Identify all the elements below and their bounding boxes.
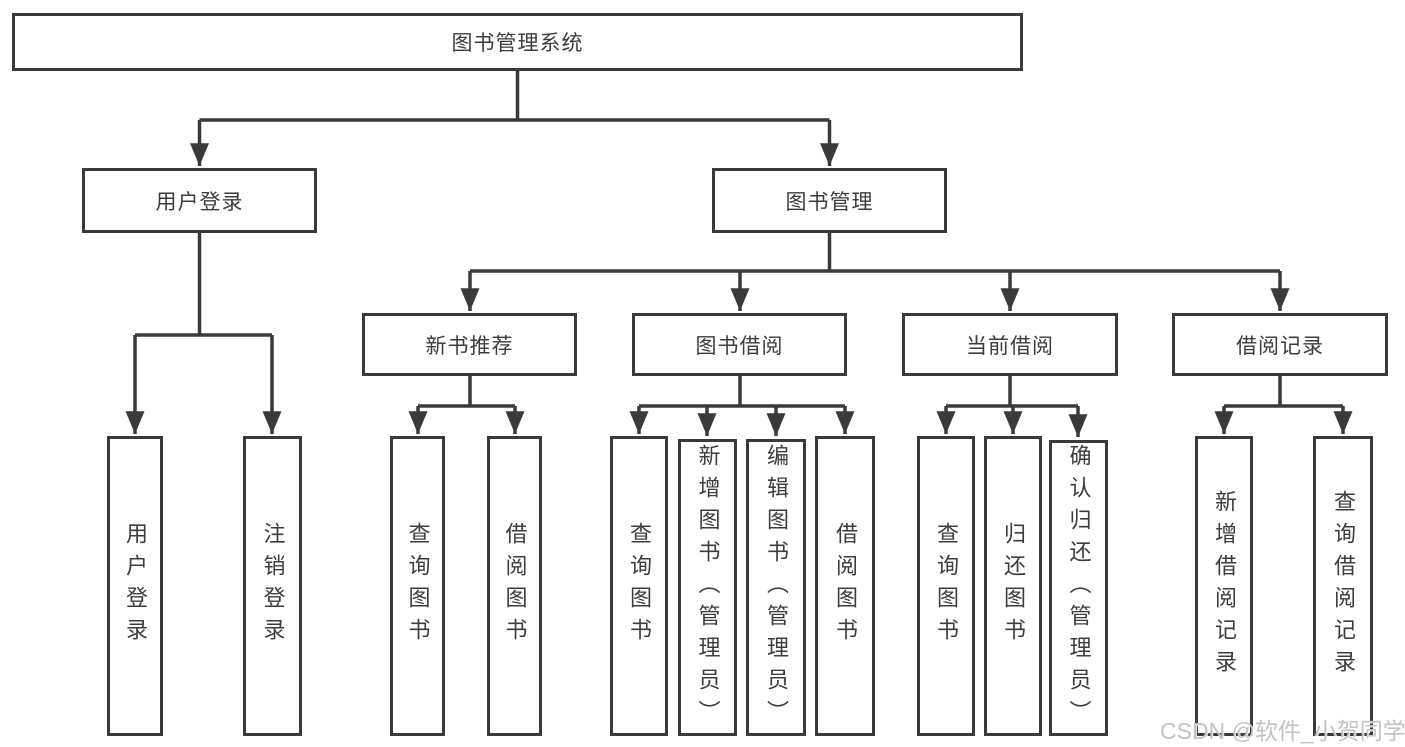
leaf-label: 新增图书（管理员） [695,443,721,732]
node-root-system: 图书管理系统 [12,13,1023,71]
leaf-rec-add-record: 新增借阅记录 [1195,436,1253,736]
node-label: 图书管理系统 [451,32,584,55]
node-label: 用户登录 [155,190,244,214]
node-label: 图书管理 [785,190,874,214]
leaf-cb-query-books: 查询图书 [917,436,975,736]
node-user-login: 用户登录 [82,168,317,233]
node-borrowing-records: 借阅记录 [1172,313,1388,376]
leaf-bb-edit-books-admin: 编辑图书（管理员） [746,439,806,736]
leaf-nb-query-books: 查询图书 [390,436,445,736]
leaf-user-login: 用户登录 [107,436,163,736]
leaf-nb-borrow-books: 借阅图书 [487,436,542,736]
node-book-borrowing: 图书借阅 [632,313,847,376]
leaf-label: 归还图书 [1001,522,1026,650]
leaf-bb-query-books: 查询图书 [610,436,668,736]
node-label: 借阅记录 [1236,334,1324,358]
leaf-rec-query-record: 查询借阅记录 [1313,436,1373,736]
csdn-watermark: CSDN @软件_小贺同学 [1160,718,1405,744]
leaf-cb-return-books: 归还图书 [984,436,1042,736]
node-label: 新书推荐 [425,334,514,358]
leaf-label: 查询图书 [627,522,652,650]
leaf-label: 借阅图书 [833,522,858,650]
leaf-label: 查询借阅记录 [1331,490,1356,682]
leaf-label: 查询图书 [405,522,431,650]
leaf-label: 确认归还（管理员） [1066,444,1092,732]
node-label: 当前借阅 [966,334,1054,358]
leaf-label: 新增借阅记录 [1212,490,1237,682]
node-book-management: 图书管理 [712,168,947,233]
leaf-bb-borrow-books: 借阅图书 [815,436,875,736]
node-label: 图书借阅 [695,334,784,358]
node-new-book-recommend: 新书推荐 [362,313,577,376]
leaf-bb-add-books-admin: 新增图书（管理员） [678,439,737,736]
leaf-label: 注销登录 [260,522,286,650]
leaf-label: 借阅图书 [502,522,528,650]
leaf-logout: 注销登录 [243,436,302,736]
leaf-label: 用户登录 [123,522,148,650]
leaf-label: 编辑图书（管理员） [764,443,789,732]
leaf-cb-confirm-return-admin: 确认归还（管理员） [1049,440,1108,736]
node-current-borrowing: 当前借阅 [902,313,1118,376]
leaf-label: 查询图书 [934,522,959,650]
